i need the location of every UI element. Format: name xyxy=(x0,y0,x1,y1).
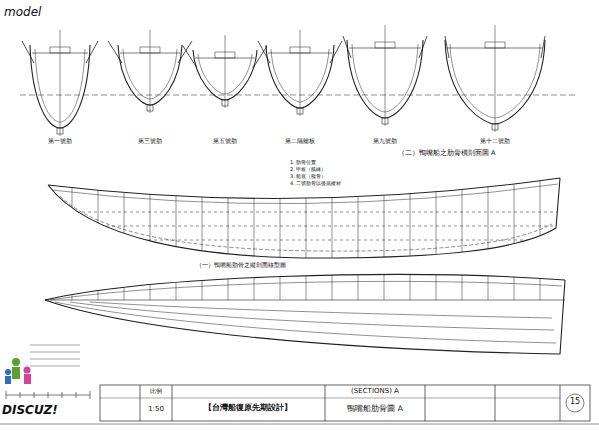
drawing-name: 鴨嘴船肋骨圖 A xyxy=(347,405,403,413)
drawing-title: 【台灣船復原先期設計】 xyxy=(204,404,292,413)
field-label: 比例 xyxy=(150,388,162,395)
frame-line xyxy=(0,424,599,425)
watermark-figures xyxy=(5,358,31,384)
scale-bar xyxy=(6,345,90,399)
drawing-code: (SECTIONS) A xyxy=(351,388,399,396)
note-text: 4. 二號肋骨以後底縱材 xyxy=(290,181,341,187)
view-caption: （二）鴨嘴船之肋骨橫剖面圖 A xyxy=(398,150,496,157)
scale-value: 1:50 xyxy=(148,406,164,414)
page-number: 15 xyxy=(570,398,580,407)
note-text: 3. 船底（龍骨） xyxy=(290,174,326,180)
section-label: 第十二號肋 xyxy=(480,138,510,145)
section-label: 第九號肋 xyxy=(373,138,397,145)
title-block xyxy=(100,385,590,421)
section-label: 第二隔艙板 xyxy=(285,138,315,145)
cross-sections xyxy=(22,25,545,136)
note-text: 1. 肋骨位置 xyxy=(290,160,316,166)
datum-line xyxy=(20,95,575,96)
profile-view xyxy=(40,170,565,262)
section-label: 第三號肋 xyxy=(138,138,162,145)
half-breadth-plan xyxy=(45,265,565,354)
watermark: DISCUZ! xyxy=(2,404,58,417)
note-text: 2. 甲板（舷緣） xyxy=(290,167,326,173)
section-label: 第五號肋 xyxy=(213,138,237,145)
section-label: 第一號肋 xyxy=(48,138,72,145)
view-caption: （一）鴨嘴船肋骨之縱剖面線型圖 xyxy=(196,262,286,269)
logo-text: model xyxy=(4,6,41,19)
